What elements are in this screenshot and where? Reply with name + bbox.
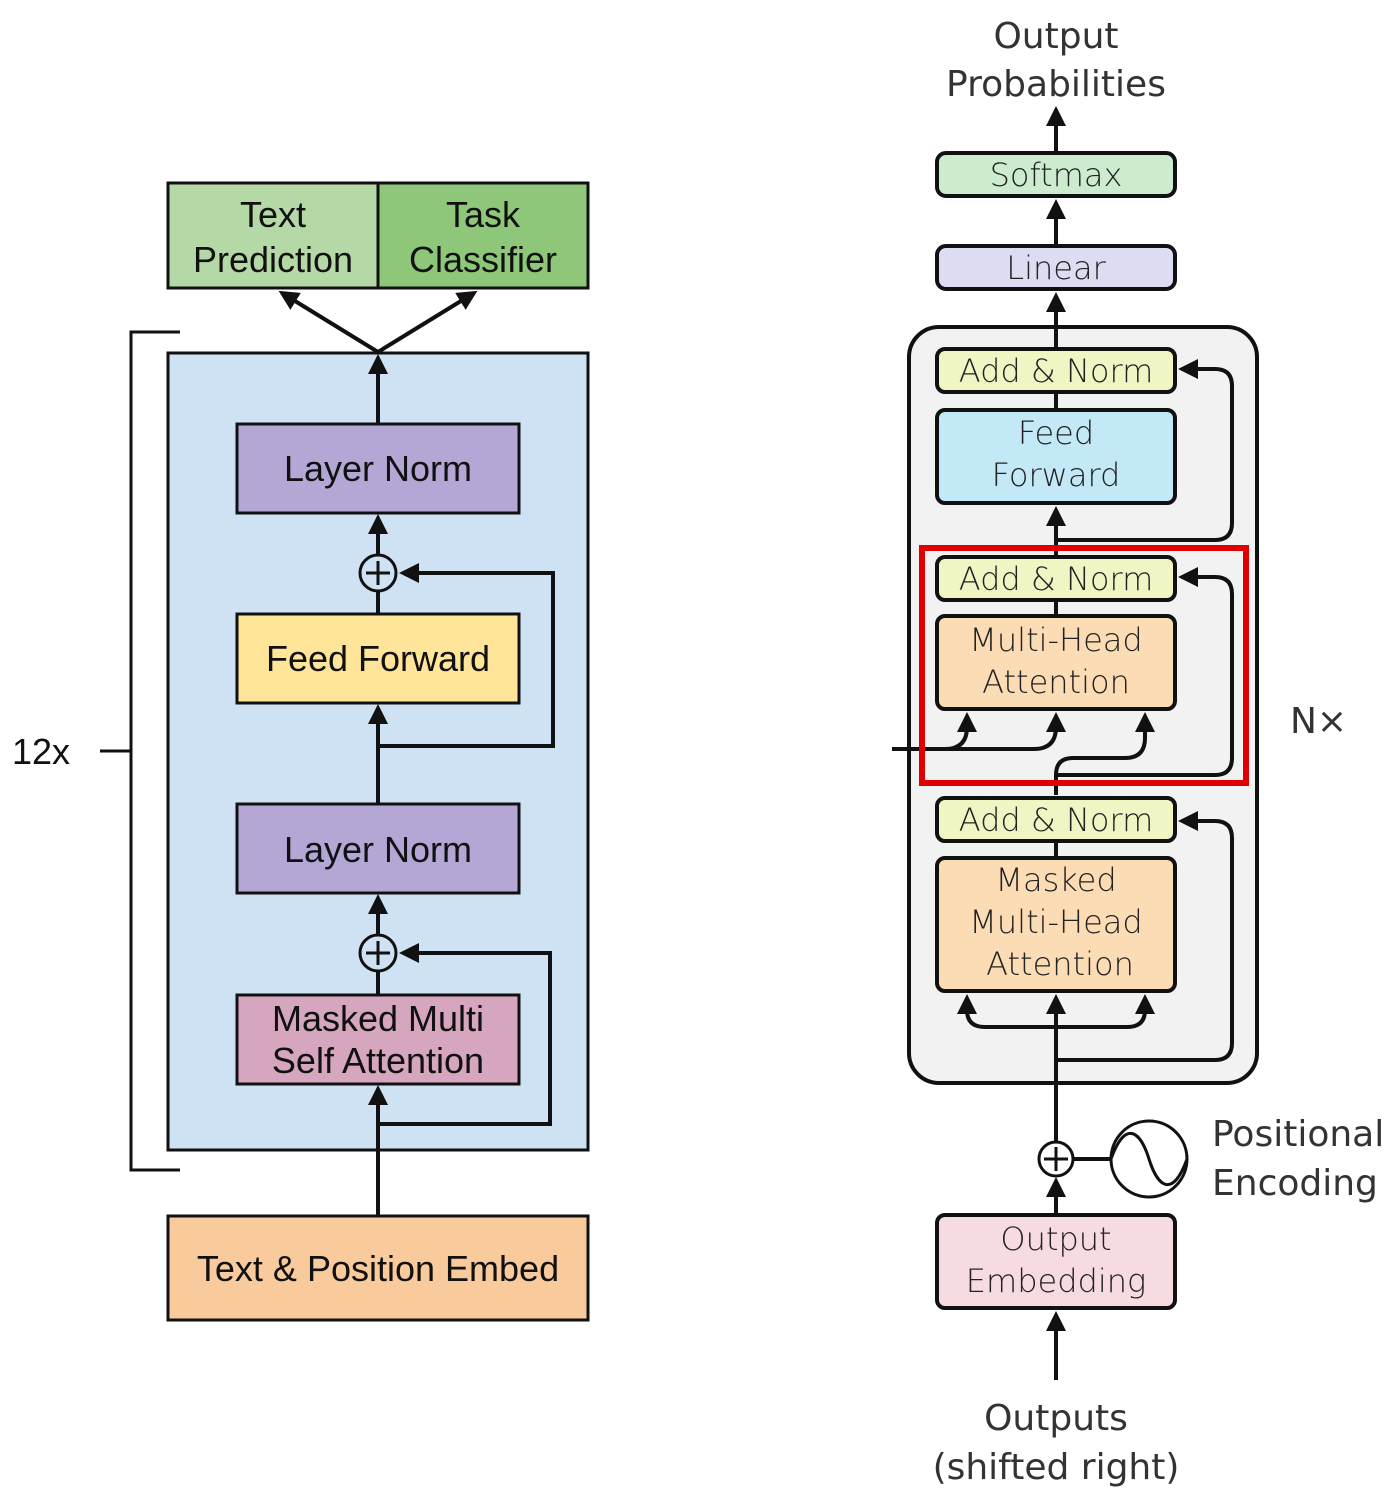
outputs-label-1: Outputs [984,1398,1128,1439]
task-classifier-label-1: Task [446,194,521,235]
text-position-embed-block [166,1214,590,1322]
linear-label: Linear [1006,249,1106,287]
feed-forward-block [235,612,521,705]
residual-mha [1056,567,1234,777]
layer-norm-bottom-label: Layer Norm [284,829,472,870]
feed-forward-right-label-2: Forward [992,456,1121,494]
text-prediction-label-1: Text [240,194,306,235]
masked-mha-label-2: Multi-Head [969,903,1142,941]
masked-input-v [1056,994,1155,1029]
plus-icon-2 [366,941,390,965]
text-prediction-head [166,181,380,290]
task-classifier-head [376,181,590,290]
highlight-box [919,545,1249,786]
repeat-label-nx: N× [1290,701,1347,742]
softmax-label: Softmax [990,156,1123,194]
output-embedding-block [935,1213,1177,1310]
masked-input-q [957,994,1056,1029]
arrow-to-task-classifier [376,290,478,354]
positional-encoding-label-1: Positional [1212,1114,1384,1155]
add-norm-middle-label: Add & Norm [959,560,1154,598]
outputs-label-2: (shifted right) [933,1447,1180,1488]
multi-head-label-1: Multi-Head [969,621,1142,659]
masked-attention-label-2: Self Attention [272,1040,484,1081]
residual-ff [378,563,555,748]
linear-block [935,244,1177,291]
multi-head-label-2: Attention [982,663,1130,701]
masked-self-attention-block [235,993,521,1086]
output-probabilities-label-1: Output [993,16,1118,57]
task-classifier-label-2: Classifier [409,239,557,280]
layer-norm-bottom [235,802,521,895]
residual-attn [378,943,552,1126]
masked-mha-label-3: Attention [986,945,1134,983]
encoder-input-v [945,712,1066,751]
residual-mmha [1056,811,1234,1062]
masked-mha-label-1: Masked [995,861,1116,899]
feed-forward-label: Feed Forward [266,638,490,679]
residual-ff-right [1056,359,1234,542]
layer-norm-top-label: Layer Norm [284,448,472,489]
right-diagram: Output Probabilities Softmax Linear N× A… [892,16,1384,1488]
softmax-block [935,151,1177,198]
text-prediction-label-2: Prediction [193,239,353,280]
positional-encoding-label-2: Encoding [1212,1163,1378,1204]
add-norm-top-label: Add & Norm [959,352,1154,390]
output-embedding-label-2: Embedding [966,1262,1146,1300]
output-probabilities-label-2: Probabilities [946,64,1166,105]
layer-norm-top [235,422,521,515]
multi-head-attention-block [935,614,1177,711]
masked-attention-label-1: Masked Multi [272,998,484,1039]
feed-forward-right-label-1: Feed [1018,414,1094,452]
sine-curve [1109,1132,1189,1186]
masked-multi-head-attention-block [935,856,1177,993]
arrow-to-text-prediction [278,290,380,354]
positional-plus-icon [1044,1147,1068,1171]
output-embedding-label-1: Output [1000,1220,1111,1258]
embed-label: Text & Position Embed [197,1248,559,1289]
feed-forward-block-right [935,408,1177,505]
add-norm-bottom-label: Add & Norm [959,801,1154,839]
left-diagram: Text Prediction Task Classifier 12x Laye… [12,181,590,1322]
query-input [1054,712,1155,795]
repeat-label-12x: 12x [12,731,70,772]
plus-icon-1 [366,561,390,585]
